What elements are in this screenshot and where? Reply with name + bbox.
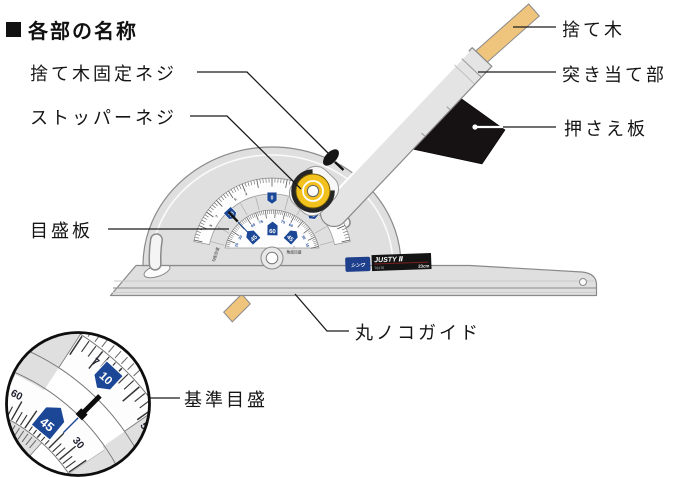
svg-text:5: 5 xyxy=(234,197,238,201)
brand-logo: シンワ xyxy=(351,263,367,270)
svg-text:45: 45 xyxy=(37,415,57,435)
guide-base xyxy=(109,263,598,297)
leader-stopper-screw xyxy=(190,115,302,190)
product-size: 23cm xyxy=(418,263,429,268)
svg-text:10: 10 xyxy=(97,370,115,388)
scale-captions: 勾配目盛 ↑ 角度目盛 xyxy=(211,245,302,263)
svg-text:30: 30 xyxy=(301,235,307,241)
svg-text:45: 45 xyxy=(285,234,294,243)
svg-text:15: 15 xyxy=(234,243,239,248)
svg-text:2: 2 xyxy=(244,192,247,196)
leader-wood-fixing-screw xyxy=(197,71,330,155)
svg-text:5: 5 xyxy=(137,420,150,432)
svg-text:60: 60 xyxy=(250,223,256,229)
svg-text:30: 30 xyxy=(238,235,244,241)
base-hole xyxy=(579,278,587,286)
inset-circle-border xyxy=(5,331,151,477)
wood-strip-bottom xyxy=(223,293,251,323)
inset-pointer-10: 10 xyxy=(93,359,125,391)
caption-angle: 角度目盛 xyxy=(286,250,301,255)
svg-text:60: 60 xyxy=(9,387,25,403)
reference-mark xyxy=(227,210,250,234)
leader-lines xyxy=(108,26,556,399)
angle-shield-markers: 45 60 45 xyxy=(245,220,299,246)
product-label: シンワ JUSTY Ⅱ 78176 23cm xyxy=(345,252,432,272)
wood-strip-top xyxy=(474,3,541,64)
caption-slope: 勾配目盛 xyxy=(211,246,221,262)
svg-text:75: 75 xyxy=(280,220,285,225)
leader-guide xyxy=(294,293,349,332)
svg-text:45: 45 xyxy=(250,234,259,243)
svg-text:75: 75 xyxy=(258,220,263,225)
svg-text:5: 5 xyxy=(209,224,213,228)
wood-fixing-screw xyxy=(323,149,345,171)
leader-pressure-plate-dot xyxy=(472,124,478,130)
inner-scale-ticks xyxy=(225,210,319,249)
label-accent-stripe xyxy=(374,261,429,265)
product-code: 78176 xyxy=(374,266,384,270)
product-name: JUSTY Ⅱ xyxy=(374,256,404,264)
center-hub xyxy=(260,246,284,270)
svg-text:60: 60 xyxy=(288,223,294,229)
svg-text:0: 0 xyxy=(271,196,274,202)
product-name-plate xyxy=(371,252,432,272)
brand-logo-plate xyxy=(345,256,371,272)
svg-text:60: 60 xyxy=(269,229,276,235)
inset-shield-45: 45 xyxy=(30,406,66,442)
stopper-knob xyxy=(288,165,340,217)
svg-text:7: 7 xyxy=(215,214,219,218)
svg-text:15: 15 xyxy=(305,243,310,248)
caption-angle-arrow: ↑ xyxy=(293,245,295,250)
